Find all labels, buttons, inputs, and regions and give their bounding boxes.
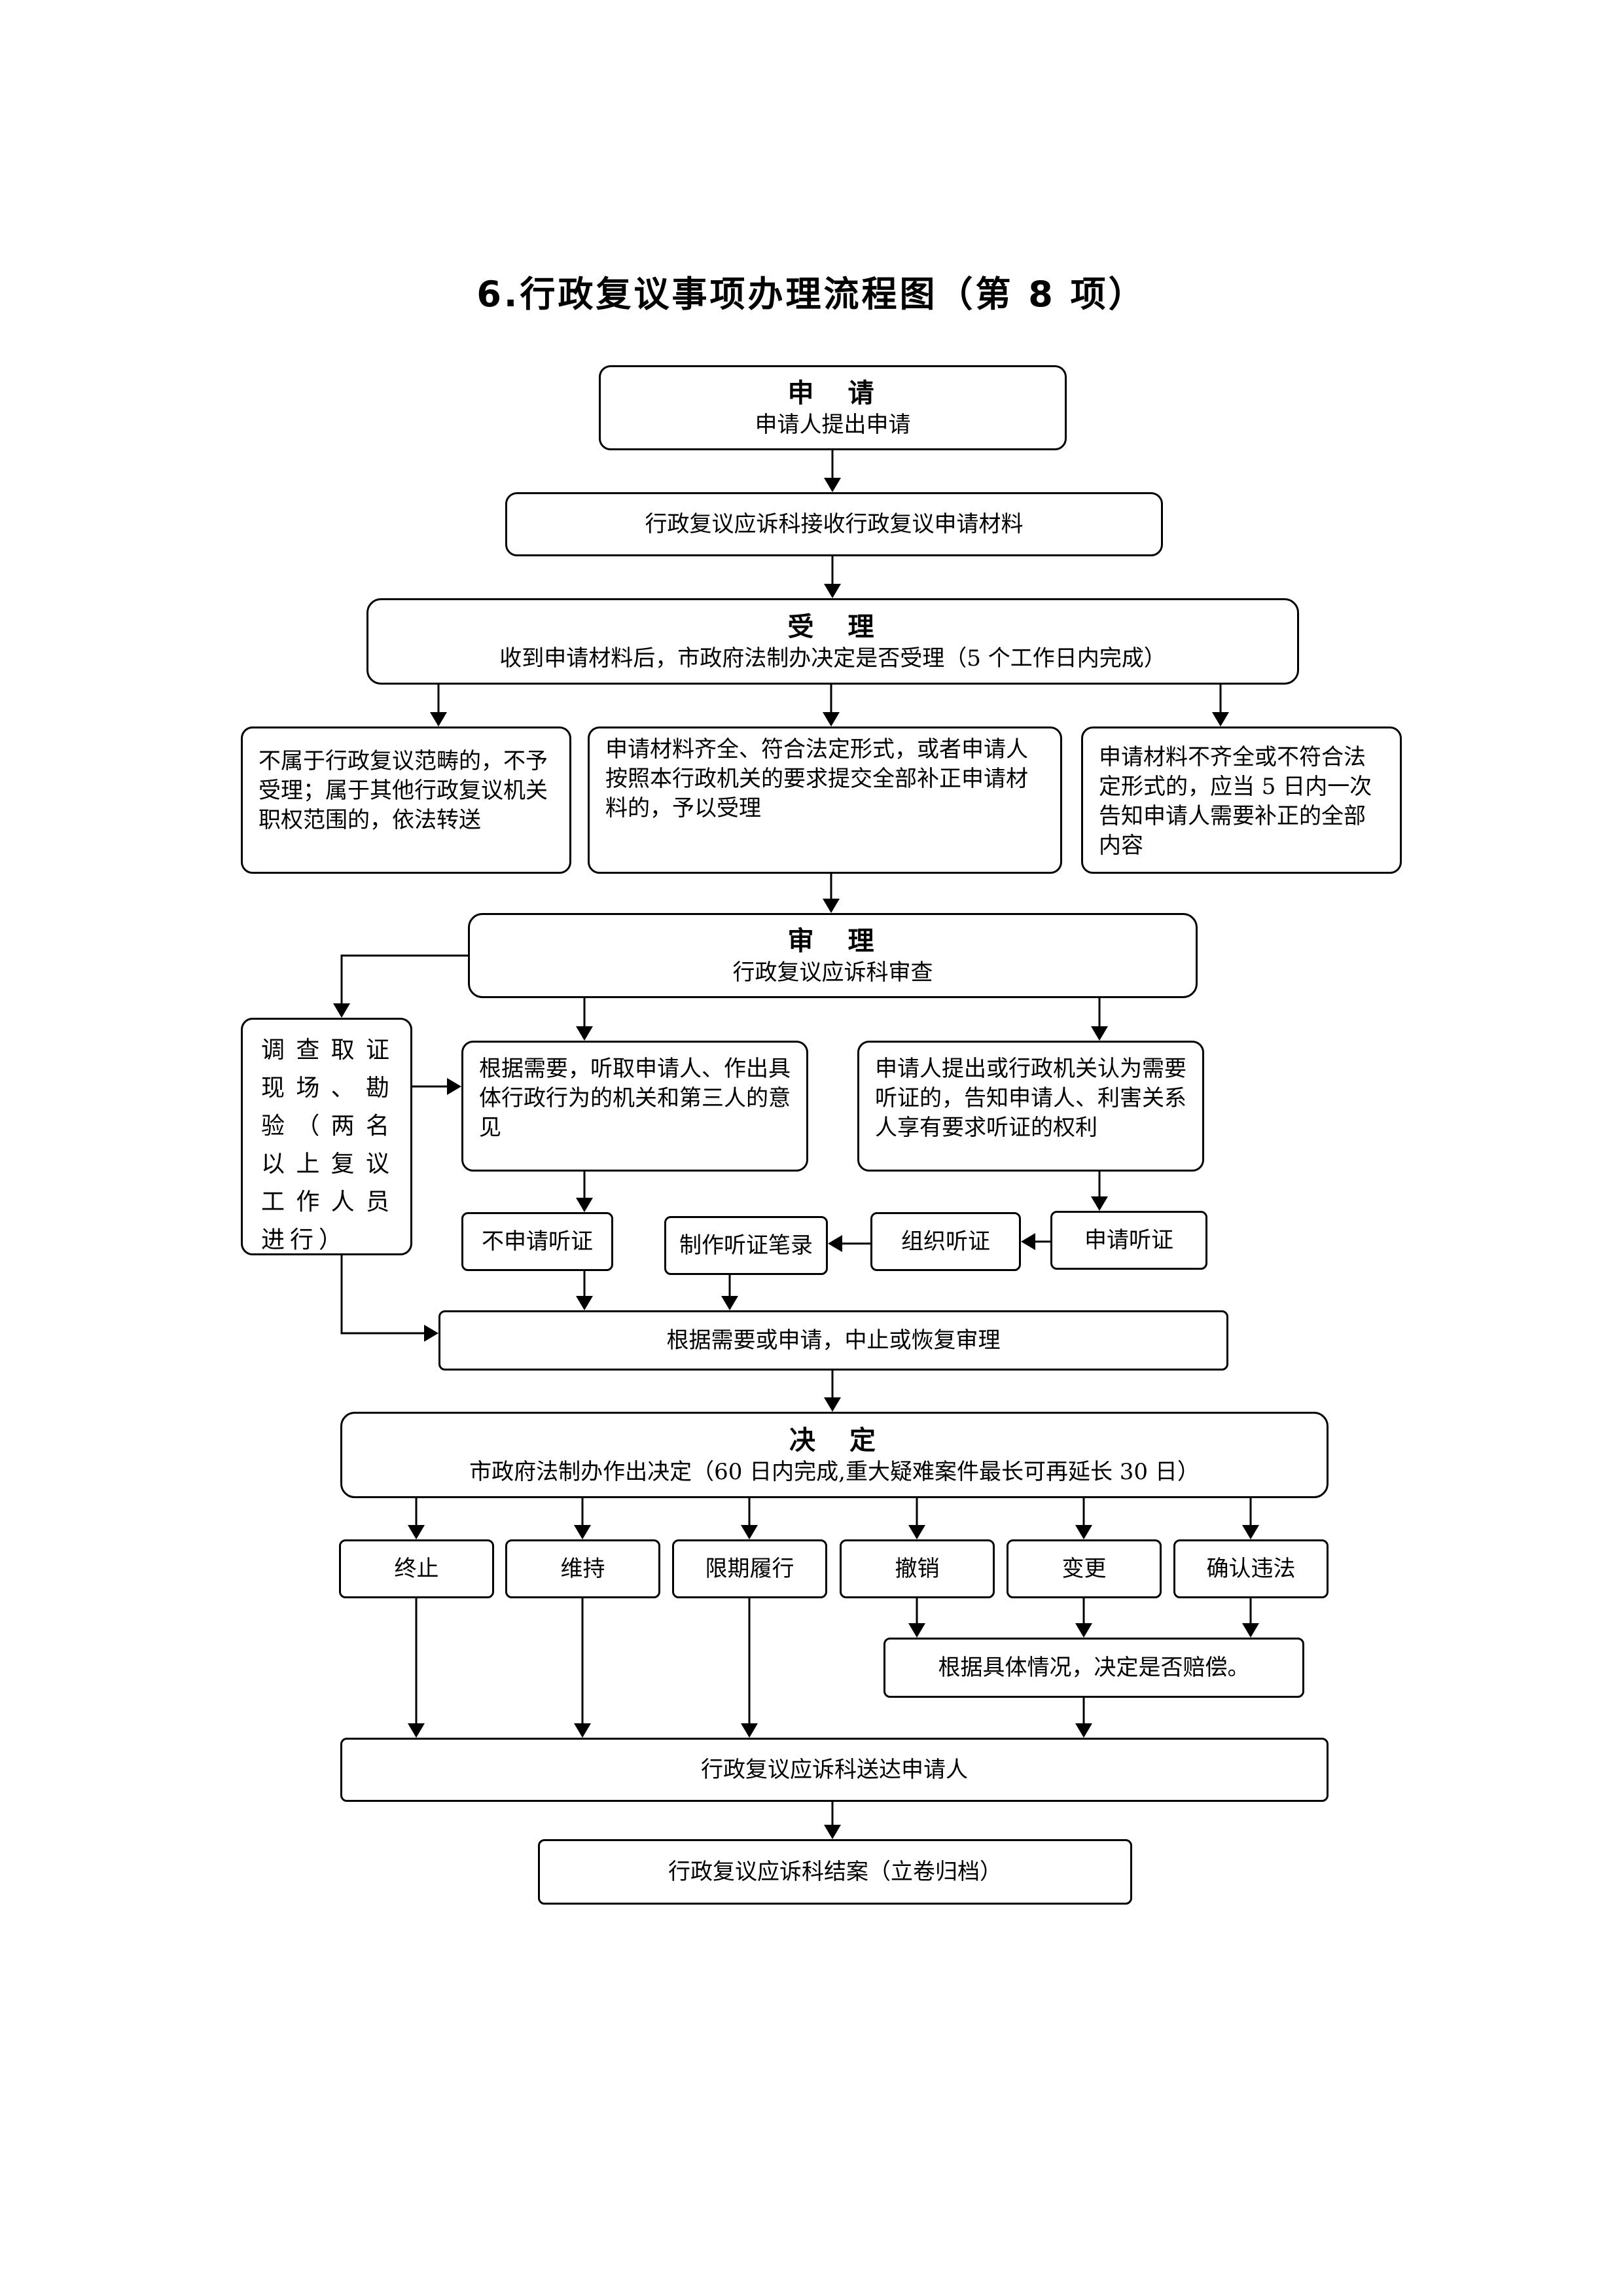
outcome-revoke-text: 撤销 [895, 1555, 940, 1582]
arrow-accept-supplement-head [1212, 712, 1229, 726]
arrow-revoke-compensation-head [908, 1623, 925, 1638]
receive-box: 行政复议应诉科接收行政复议申请材料 [505, 492, 1163, 556]
close-box: 行政复议应诉科结案（立卷归档） [538, 1839, 1132, 1905]
outcome-illegal-box: 确认违法 [1173, 1539, 1329, 1598]
close-text: 行政复议应诉科结案（立卷归档） [668, 1858, 1002, 1885]
review-heading: 审 理 [787, 925, 878, 956]
arrow-review-listen-head [576, 1026, 593, 1041]
decide-heading: 决 定 [789, 1425, 880, 1456]
arrow-decide-outcome-4-head [1075, 1525, 1092, 1539]
arrow-deadline-deliver-head [741, 1723, 758, 1738]
outcome-deadline-text: 限期履行 [705, 1555, 794, 1582]
no-hearing-text: 不申请听证 [482, 1228, 593, 1255]
compensation-box: 根据具体情况，决定是否赔偿。 [883, 1638, 1304, 1698]
arrow-change-compensation-head [1075, 1623, 1092, 1638]
investigate-box: 调查取证现场、勘验（两名以上复议工作人员进行） [241, 1018, 412, 1255]
deliver-text: 行政复议应诉科送达申请人 [701, 1756, 968, 1783]
arrow-decide-outcome-3-head [908, 1525, 925, 1539]
review-box: 审 理 行政复议应诉科审查 [468, 913, 1198, 998]
outcome-terminate-box: 终止 [339, 1539, 494, 1598]
accept-heading: 受 理 [787, 611, 878, 642]
deliver-box: 行政复议应诉科送达申请人 [340, 1738, 1329, 1802]
arrow-compensation-deliver-head [1075, 1723, 1092, 1738]
outcome-change-box: 变更 [1007, 1539, 1162, 1598]
arrow-review-hearing-right-head [1091, 1026, 1108, 1041]
outcome-uphold-box: 维持 [505, 1539, 660, 1598]
arrow-decide-outcome-0-head [408, 1525, 425, 1539]
outcome-terminate-text: 终止 [394, 1555, 439, 1582]
arrow-suspend-decide-head [824, 1397, 841, 1412]
apply-hearing-text: 申请听证 [1084, 1227, 1173, 1253]
accept-subtext: 收到申请材料后，市政府法制办决定是否受理（5 个工作日内完成） [499, 645, 1166, 672]
outcome-change-text: 变更 [1061, 1555, 1107, 1582]
arrow-organize-record-head [828, 1235, 842, 1252]
investigate-text: 调查取证现场、勘验（两名以上复议工作人员进行） [261, 1037, 395, 1253]
arrow-apply-organize-head [1021, 1233, 1035, 1250]
arrow-accepted-review-head [823, 899, 840, 913]
apply-subtext: 申请人提出申请 [755, 411, 911, 438]
reject-text: 不属于行政复议范畴的，不予受理；属于其他行政复议机关职权范围的，依法转送 [259, 748, 548, 833]
organize-hearing-text: 组织听证 [901, 1228, 990, 1255]
arrow-hearing-right-apply-head [1091, 1196, 1108, 1211]
arrow-apply-receive-head [824, 478, 841, 492]
supplement-text: 申请材料不齐全或不符合法定形式的，应当 5 日内一次告知申请人需要补正的全部内容 [1099, 744, 1372, 859]
arrow-decide-outcome-2-head [741, 1525, 758, 1539]
arrow-accept-reject-head [430, 712, 447, 726]
arrow-investigate-suspend-head [424, 1325, 438, 1342]
arrow-deliver-close-head [824, 1825, 841, 1839]
arrow-no-hearing-suspend-head [576, 1296, 593, 1310]
apply-box: 申 请 申请人提出申请 [599, 365, 1067, 450]
outcome-illegal-text: 确认违法 [1206, 1555, 1296, 1582]
decide-subtext: 市政府法制办作出决定（60 日内完成,重大疑难案件最长可再延长 30 日） [469, 1458, 1200, 1485]
organize-hearing-box: 组织听证 [870, 1212, 1021, 1271]
arrow-listen-no-hearing-head [576, 1198, 593, 1212]
apply-hearing-box: 申请听证 [1050, 1211, 1207, 1270]
supplement-box: 申请材料不齐全或不符合法定形式的，应当 5 日内一次告知申请人需要补正的全部内容 [1081, 726, 1402, 874]
review-subtext: 行政复议应诉科审查 [732, 959, 933, 986]
arrow-decide-outcome-5-head [1242, 1525, 1259, 1539]
listen-text: 根据需要，听取申请人、作出具体行政行为的机关和第三人的意见 [479, 1056, 791, 1141]
no-hearing-box: 不申请听证 [461, 1212, 613, 1271]
reject-box: 不属于行政复议范畴的，不予受理；属于其他行政复议机关职权范围的，依法转送 [241, 726, 571, 874]
compensation-text: 根据具体情况，决定是否赔偿。 [938, 1654, 1250, 1681]
listen-box: 根据需要，听取申请人、作出具体行政行为的机关和第三人的意见 [461, 1041, 808, 1172]
hearing-record-box: 制作听证笔录 [664, 1216, 828, 1275]
suspend-text: 根据需要或申请，中止或恢复审理 [666, 1327, 1001, 1354]
arrow-accept-accepted-head [823, 712, 840, 726]
accepted-text: 申请材料齐全、符合法定形式，或者申请人按照本行政机关的要求提交全部补正申请材料的… [605, 736, 1028, 821]
arrow-uphold-deliver-head [574, 1723, 591, 1738]
arrow-review-investigate-head [333, 1003, 350, 1018]
receive-text: 行政复议应诉科接收行政复议申请材料 [645, 511, 1024, 537]
arrow-record-suspend-head [721, 1296, 738, 1310]
arrow-investigate-suspend [340, 1255, 436, 1335]
outcome-deadline-box: 限期履行 [672, 1539, 827, 1598]
hearing-record-text: 制作听证笔录 [679, 1232, 813, 1259]
arrow-receive-accept-head [824, 584, 841, 598]
hearing-right-text: 申请人提出或行政机关认为需要听证的，告知申请人、利害关系人享有要求听证的权利 [875, 1056, 1186, 1141]
accept-box: 受 理 收到申请材料后，市政府法制办决定是否受理（5 个工作日内完成） [366, 598, 1299, 685]
arrow-terminate-deliver-head [408, 1723, 425, 1738]
outcome-revoke-box: 撤销 [840, 1539, 995, 1598]
hearing-right-box: 申请人提出或行政机关认为需要听证的，告知申请人、利害关系人享有要求听证的权利 [857, 1041, 1204, 1172]
diagram-title: 6.行政复议事项办理流程图（第 8 项） [476, 274, 1147, 315]
arrow-decide-outcome-1-head [574, 1525, 591, 1539]
arrow-illegal-compensation-head [1242, 1623, 1259, 1638]
accepted-box: 申请材料齐全、符合法定形式，或者申请人按照本行政机关的要求提交全部补正申请材料的… [588, 726, 1062, 874]
suspend-box: 根据需要或申请，中止或恢复审理 [438, 1310, 1228, 1371]
arrow-review-investigate [340, 954, 468, 1015]
arrow-investigate-listen-head [447, 1078, 461, 1095]
outcome-uphold-text: 维持 [560, 1555, 605, 1582]
apply-heading: 申 请 [787, 378, 878, 408]
decide-box: 决 定 市政府法制办作出决定（60 日内完成,重大疑难案件最长可再延长 30 日… [340, 1412, 1329, 1498]
